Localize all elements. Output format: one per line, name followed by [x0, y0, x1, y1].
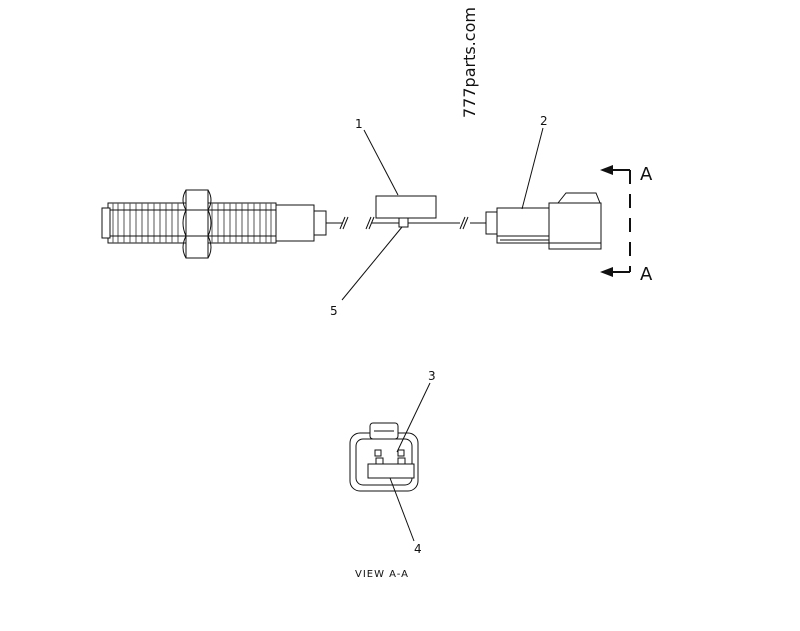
wire-clip-assembly: [365, 195, 469, 230]
connector-part-2: [470, 192, 602, 250]
view-a-a-connector-face: 3 4 VIEW A-A: [349, 369, 436, 580]
sensor-rear-body: [275, 204, 315, 242]
view-caption: VIEW A-A: [355, 569, 409, 580]
connector-shell: [548, 202, 602, 250]
callout-1: 1: [355, 117, 363, 131]
section-line-a-a: A A: [600, 164, 653, 285]
connector-body: [496, 207, 550, 244]
section-arrow-bottom: [600, 267, 613, 277]
callout-4: 4: [414, 542, 422, 556]
sensor-cable-boot: [313, 210, 327, 236]
face-terminal-left: [375, 457, 384, 465]
leader-4: [389, 477, 415, 542]
clip-body-part-1: [375, 195, 437, 219]
callout-3: 3: [428, 369, 436, 383]
sensor-tip: [101, 207, 111, 239]
callout-5: 5: [330, 304, 338, 318]
face-cavity-left: [374, 449, 382, 457]
connector-latch: [556, 192, 601, 204]
section-arrow-top: [600, 165, 613, 175]
speed-sensor: [101, 189, 349, 259]
leader-3: [396, 382, 431, 453]
leader-2: [521, 127, 544, 210]
leader-1: [363, 129, 399, 196]
watermark-text: 777parts.com: [460, 7, 479, 118]
face-terminal-block: [367, 463, 415, 479]
callouts-upper: 1 2 5: [330, 114, 548, 318]
face-terminal-right: [397, 457, 406, 465]
connector-seal: [485, 211, 499, 235]
section-label-bottom: A: [640, 264, 653, 285]
leader-5: [341, 226, 403, 301]
sensor-hex-nut: [182, 189, 212, 259]
callout-2: 2: [540, 114, 548, 128]
face-cavity-right: [397, 449, 405, 457]
section-label-top: A: [640, 164, 653, 185]
clip-stem: [398, 217, 409, 228]
